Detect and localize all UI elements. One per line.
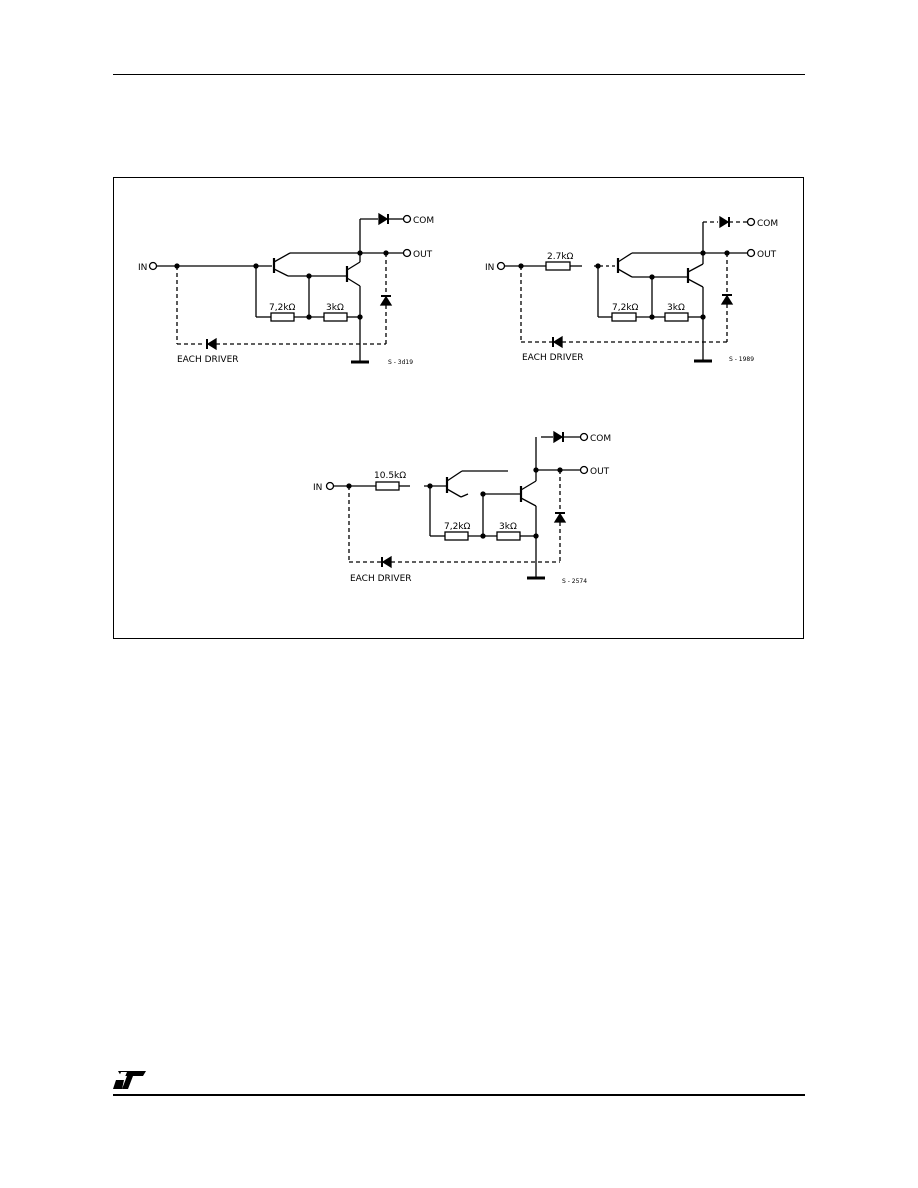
figure-code: S - 3d19 bbox=[388, 359, 413, 366]
com-diode bbox=[719, 215, 730, 229]
each-driver-label: EACH DRIVER bbox=[177, 355, 239, 365]
com-label: COM bbox=[413, 216, 434, 226]
resistor-3k bbox=[323, 312, 348, 322]
out-label: OUT bbox=[757, 250, 777, 260]
circuit-1-labels: IN COM OUT 7,2kΩ 3kΩ EACH DRIVER S - 3d1… bbox=[138, 216, 434, 366]
out-label: OUT bbox=[590, 467, 610, 477]
com-terminal bbox=[579, 432, 589, 442]
resistor-7k2 bbox=[611, 312, 637, 322]
resistor-7k2-label: 7,2kΩ bbox=[612, 303, 639, 313]
com-terminal bbox=[402, 214, 412, 224]
figure-code: S - 1989 bbox=[729, 356, 754, 363]
out-terminal bbox=[579, 465, 589, 475]
resistor-10k5-label: 10.5kΩ bbox=[374, 471, 406, 481]
resistor-7k2-label: 7,2kΩ bbox=[444, 522, 471, 532]
each-driver-label: EACH DRIVER bbox=[350, 574, 412, 584]
com-diode bbox=[553, 430, 564, 444]
in-label: IN bbox=[485, 263, 494, 273]
in-label: IN bbox=[138, 263, 147, 273]
resistor-3k bbox=[664, 312, 689, 322]
in-terminal bbox=[325, 481, 335, 491]
com-label: COM bbox=[590, 434, 611, 444]
st-logo bbox=[113, 1071, 146, 1089]
clamp-diode bbox=[553, 512, 567, 523]
resistor-7k2-label: 7,2kΩ bbox=[269, 303, 296, 313]
clamp-diode bbox=[379, 295, 393, 306]
input-diode bbox=[552, 335, 563, 349]
resistor-2k7 bbox=[545, 261, 571, 271]
in-terminal bbox=[496, 261, 506, 271]
resistor-3k-label: 3kΩ bbox=[499, 522, 517, 532]
out-label: OUT bbox=[413, 250, 433, 260]
footer-rule bbox=[113, 1094, 805, 1096]
in-terminal bbox=[148, 261, 158, 271]
circuit-1 bbox=[148, 212, 412, 364]
each-driver-label: EACH DRIVER bbox=[522, 353, 584, 363]
resistor-2k7-label: 2.7kΩ bbox=[547, 252, 574, 262]
resistor-7k2 bbox=[444, 531, 469, 541]
input-diode bbox=[206, 337, 217, 351]
circuit-2 bbox=[496, 215, 756, 363]
clamp-diode bbox=[720, 294, 734, 305]
resistor-10k5 bbox=[375, 481, 400, 491]
resistor-3k bbox=[496, 531, 521, 541]
input-diode bbox=[381, 555, 392, 569]
resistor-3k-label: 3kΩ bbox=[667, 303, 685, 313]
com-diode bbox=[378, 212, 389, 226]
resistor-3k-label: 3kΩ bbox=[326, 303, 344, 313]
com-terminal bbox=[746, 217, 756, 227]
resistor-7k2 bbox=[270, 312, 295, 322]
circuit-2-labels: IN COM OUT 2.7kΩ 7,2kΩ 3kΩ EACH DRIVER S… bbox=[485, 219, 778, 363]
circuit-3-labels: IN COM OUT 10.5kΩ 7,2kΩ 3kΩ EACH DRIVER … bbox=[313, 434, 611, 585]
com-label: COM bbox=[757, 219, 778, 229]
out-terminal bbox=[402, 248, 412, 258]
figure-frame bbox=[113, 177, 804, 639]
in-label: IN bbox=[313, 483, 322, 493]
circuit-3 bbox=[325, 430, 589, 580]
figure-code: S - 2574 bbox=[562, 578, 587, 585]
out-terminal bbox=[746, 248, 756, 258]
header-rule bbox=[113, 74, 805, 75]
